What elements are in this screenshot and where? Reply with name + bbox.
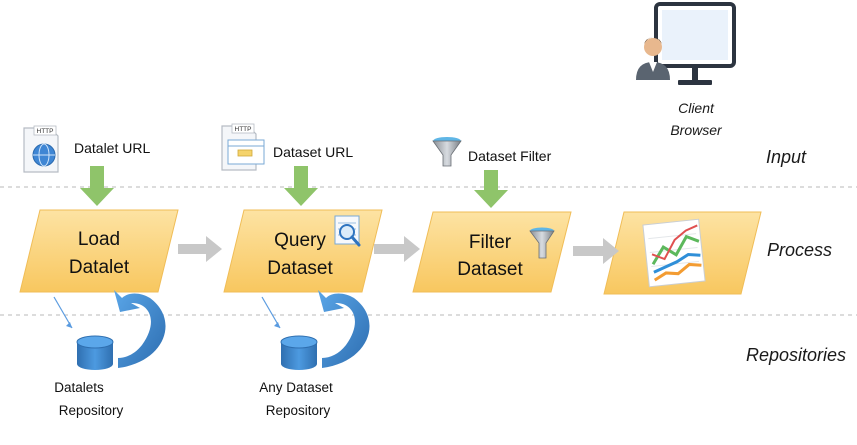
filter-funnel-icon: [529, 227, 555, 259]
repo-arrow-datalets: [53, 296, 73, 329]
repo-return-arrow-datalets: [114, 290, 166, 368]
step-load-datalet: [19, 209, 179, 293]
process-arrow-2: [374, 236, 420, 262]
repo-datalets-label-line2: Repository: [59, 403, 124, 418]
repo-arrow-any-dataset: [261, 296, 281, 329]
repo-any-dataset-label-line1: Any Dataset: [259, 380, 333, 395]
chart-visualization-icon: [642, 218, 706, 288]
repo-arrowhead-any-dataset: [274, 322, 280, 328]
http-globe-icon: HTTP: [23, 125, 59, 173]
input-arrow-filter: [474, 170, 508, 208]
step-load-label-line1: Load: [78, 229, 120, 250]
step-filter-label-line2: Dataset: [457, 259, 523, 280]
input-label-dataset-url: Dataset URL: [273, 144, 353, 160]
input-label-dataset-filter: Dataset Filter: [468, 148, 552, 164]
step-query-label-line1: Query: [274, 230, 326, 251]
step-filter-label-line1: Filter: [469, 232, 512, 253]
database-cylinder-icon: [76, 335, 114, 370]
input-label-datalet-url: Datalet URL: [74, 140, 150, 156]
input-arrow-query: [284, 166, 318, 206]
input-arrow-load: [80, 166, 114, 206]
repo-return-arrow-any-dataset: [318, 290, 370, 368]
client-browser-icon: [636, 2, 736, 85]
step-query-label-line2: Dataset: [267, 258, 333, 279]
http-badge-text: HTTP: [37, 128, 54, 135]
repo-datalets-label-line1: Datalets: [54, 380, 104, 395]
http-table-icon: HTTP: [221, 123, 265, 171]
lane-label-repositories: Repositories: [746, 345, 846, 365]
http-badge-text: HTTP: [235, 126, 252, 133]
repo-arrowhead-datalets: [66, 322, 72, 328]
process-arrow-1: [178, 236, 222, 262]
process-arrow-3: [573, 238, 619, 264]
funnel-icon: [432, 137, 462, 167]
client-label-line1: Client: [678, 100, 715, 116]
lane-label-process: Process: [767, 240, 832, 260]
repo-any-dataset-label-line2: Repository: [266, 403, 331, 418]
database-cylinder-icon: [280, 335, 318, 370]
client-label-line2: Browser: [670, 122, 723, 138]
lane-label-input: Input: [766, 147, 807, 167]
query-magnifier-icon: [334, 215, 361, 247]
step-load-label-line2: Datalet: [69, 257, 130, 278]
